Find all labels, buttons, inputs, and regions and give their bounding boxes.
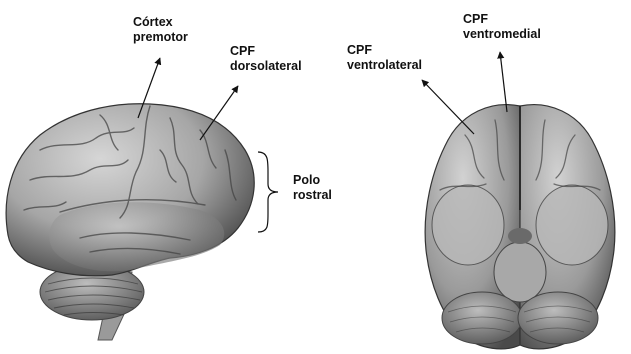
label-line: CPF <box>347 43 422 58</box>
label-line: Polo <box>293 173 332 188</box>
label-line: rostral <box>293 188 332 203</box>
label-line: dorsolateral <box>230 59 302 74</box>
label-cpf-dorsolateral: CPF dorsolateral <box>230 44 302 74</box>
label-line: CPF <box>463 12 541 27</box>
bracket-rostral <box>258 152 278 232</box>
label-cpf-ventromedial: CPF ventromedial <box>463 12 541 42</box>
label-line: Córtex <box>133 15 188 30</box>
ventral-cerebellum-left <box>442 292 522 344</box>
label-line: CPF <box>230 44 302 59</box>
ventral-cerebellum-right <box>518 292 598 344</box>
label-cortex-premotor: Córtex premotor <box>133 15 188 45</box>
label-cpf-ventrolateral: CPF ventrolateral <box>347 43 422 73</box>
arrow-ventromedial <box>500 52 507 112</box>
label-line: premotor <box>133 30 188 45</box>
arrow-ventrolateral <box>422 80 474 134</box>
label-polo-rostral: Polo rostral <box>293 173 332 203</box>
temporal-lobe <box>49 202 224 271</box>
pons <box>494 242 546 302</box>
ventral-brain <box>425 105 615 349</box>
lateral-brain <box>6 104 254 340</box>
label-line: ventromedial <box>463 27 541 42</box>
label-line: ventrolateral <box>347 58 422 73</box>
